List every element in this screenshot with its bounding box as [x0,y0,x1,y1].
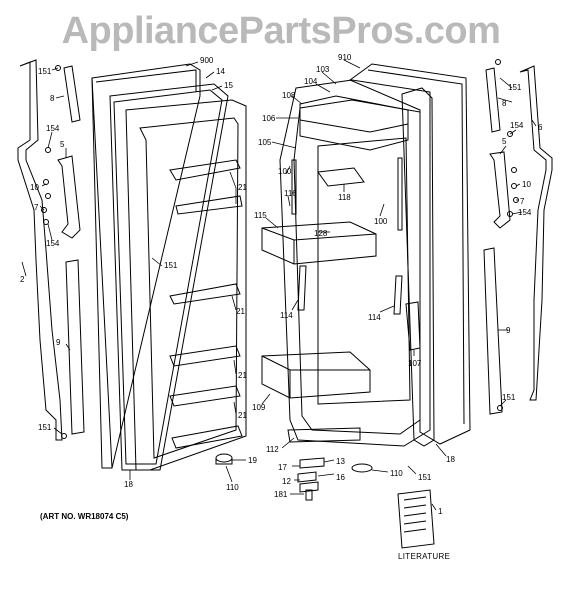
callout-12: 12 [282,477,291,486]
callout-128: 128 [314,229,328,238]
callout-13: 13 [336,457,345,466]
callout-151-top-left: 151 [38,67,52,76]
callout-154-right-lower: 154 [518,208,532,217]
callout-10-left: 10 [30,183,39,192]
handle-5-right [489,151,511,229]
callout-15: 15 [224,81,233,90]
callout-1: 1 [438,507,443,516]
callout-7-left: 7 [34,203,39,212]
callout-9-left: 9 [56,338,61,347]
callout-900: 900 [200,56,214,65]
literature-label: LITERATURE [398,552,451,561]
shelf-109 [261,351,371,399]
callout-100-right: 100 [374,217,388,226]
door-gasket-right [401,87,435,447]
callout-114-left: 114 [280,311,293,320]
screws-left [41,65,67,439]
callout-2: 2 [20,275,25,284]
callout-16: 16 [336,473,345,482]
callout-21-top: 21 [238,183,247,192]
cabinet-trim-112 [287,427,361,443]
door-outer-panel-right [348,63,471,445]
callout-181: 181 [274,490,288,499]
handle-trim-strip-6-right [519,65,553,401]
callout-110-right: 110 [390,469,403,478]
callout-103: 103 [316,65,330,74]
callout-154-left-upper: 154 [46,124,60,133]
callout-105: 105 [258,138,272,147]
callout-17: 17 [278,463,287,472]
handle-trim-strip-8-right [485,67,501,133]
shelf-support-rails [291,157,403,315]
callout-100-left: 100 [278,167,292,176]
callout-21-third: 21 [238,371,247,380]
callout-151-bottom-right: 151 [502,393,516,402]
callout-151-door: 151 [164,261,178,270]
callout-7-right: 7 [520,197,525,206]
handle-5-left [57,155,81,239]
door-bumper-19 [215,453,233,465]
callout-116: 116 [284,189,297,198]
callout-19: 19 [248,456,257,465]
callout-104: 104 [304,77,318,86]
callout-154-right-upper: 154 [510,121,524,130]
callout-5-left: 5 [60,140,65,149]
callout-910: 910 [338,53,352,62]
cabinet-top-cover-108 [299,95,409,151]
door-shelves-left [169,159,243,449]
callout-21-second: 21 [236,307,245,316]
callout-110-left: 110 [226,483,239,492]
callout-9-right: 9 [506,326,511,335]
callout-108: 108 [282,91,296,100]
callout-107: 107 [408,359,422,368]
callout-8-left: 8 [50,94,55,103]
callout-labels: 151 8 154 5 10 7 154 2 9 151 900 14 15 2… [20,53,543,516]
art-number-label: (ART NO. WR18074 C5) [40,512,129,521]
callout-6: 6 [538,123,543,132]
cabinet-hardware [297,457,373,501]
callout-112: 112 [266,445,279,454]
door-outer-panel-left [91,63,201,469]
callout-18-left: 18 [124,480,133,489]
shelf-115 [261,221,377,265]
callout-151-bottom-left: 151 [38,423,52,432]
callout-115: 115 [254,211,267,220]
callout-10-right: 10 [522,180,531,189]
callout-109: 109 [252,403,266,412]
crisper-rail-107 [405,301,421,351]
callout-151-top-right: 151 [508,83,522,92]
handle-trim-strip-8-left [63,65,81,123]
callout-106: 106 [262,114,276,123]
callout-118: 118 [338,193,351,202]
callout-151-cabinet: 151 [418,473,432,482]
handle-trim-strip-2-left [17,59,63,441]
callout-114-right: 114 [368,313,381,322]
callout-18-right: 18 [446,455,455,464]
callout-5-right: 5 [502,137,507,146]
handle-trim-strip-9-right [483,247,503,415]
handle-trim-strip-9-left [65,259,85,435]
callout-21-bottom: 21 [238,411,247,420]
door-gasket-left [109,83,229,471]
ice-tray-118 [317,167,365,187]
leader-lines [21,59,537,511]
door-liner-left [125,99,247,471]
callout-14: 14 [216,67,225,76]
watermark-text: AppliancePartsPros.com [61,10,501,52]
callout-154-left-lower: 154 [46,239,60,248]
literature-booklet-icon [397,489,435,549]
callout-8-right: 8 [502,99,507,108]
